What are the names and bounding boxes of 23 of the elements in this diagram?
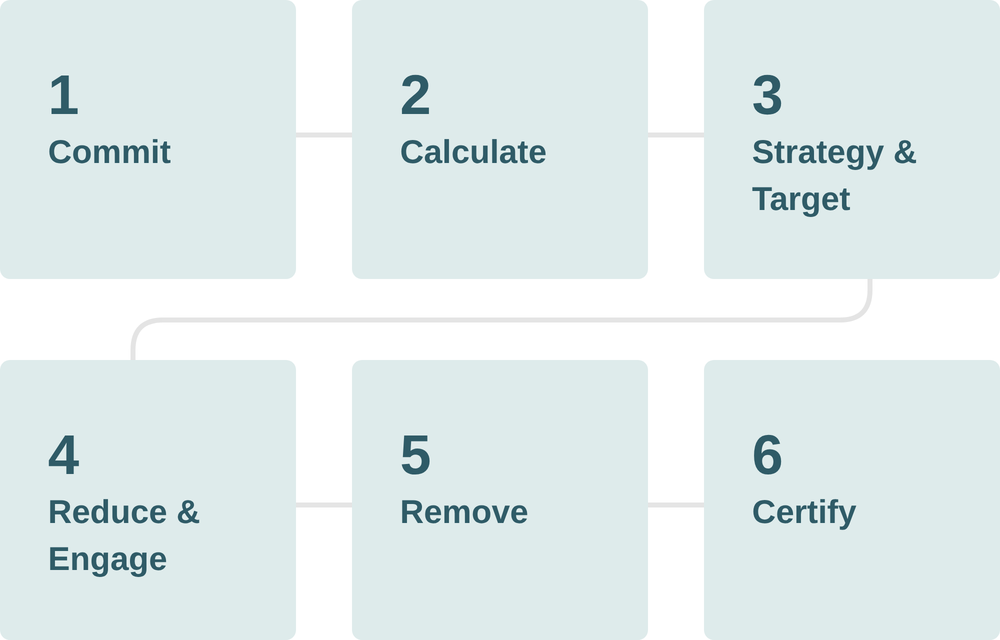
step-card — [704, 360, 1000, 640]
step-card — [352, 360, 648, 640]
connector-line — [296, 132, 352, 138]
step-label: Reduce & Engage — [48, 492, 202, 580]
step-number: 1 — [48, 64, 80, 126]
step-label: Certify — [752, 492, 857, 532]
step-number: 3 — [752, 64, 784, 126]
connector-line — [296, 502, 352, 508]
step-card — [704, 0, 1000, 279]
connector-line — [648, 132, 704, 138]
connector-line — [130, 279, 872, 360]
step-number: 5 — [400, 424, 432, 486]
step-label: Commit — [48, 132, 171, 172]
step-number: 2 — [400, 64, 432, 126]
step-label: Remove — [400, 492, 528, 532]
connector-line — [648, 502, 704, 508]
step-number: 6 — [752, 424, 784, 486]
step-number: 4 — [48, 424, 80, 486]
step-card — [352, 0, 648, 279]
step-card — [0, 0, 296, 279]
step-label: Calculate — [400, 132, 547, 172]
step-label: Strategy & Target — [752, 132, 918, 220]
step-card — [0, 360, 296, 640]
